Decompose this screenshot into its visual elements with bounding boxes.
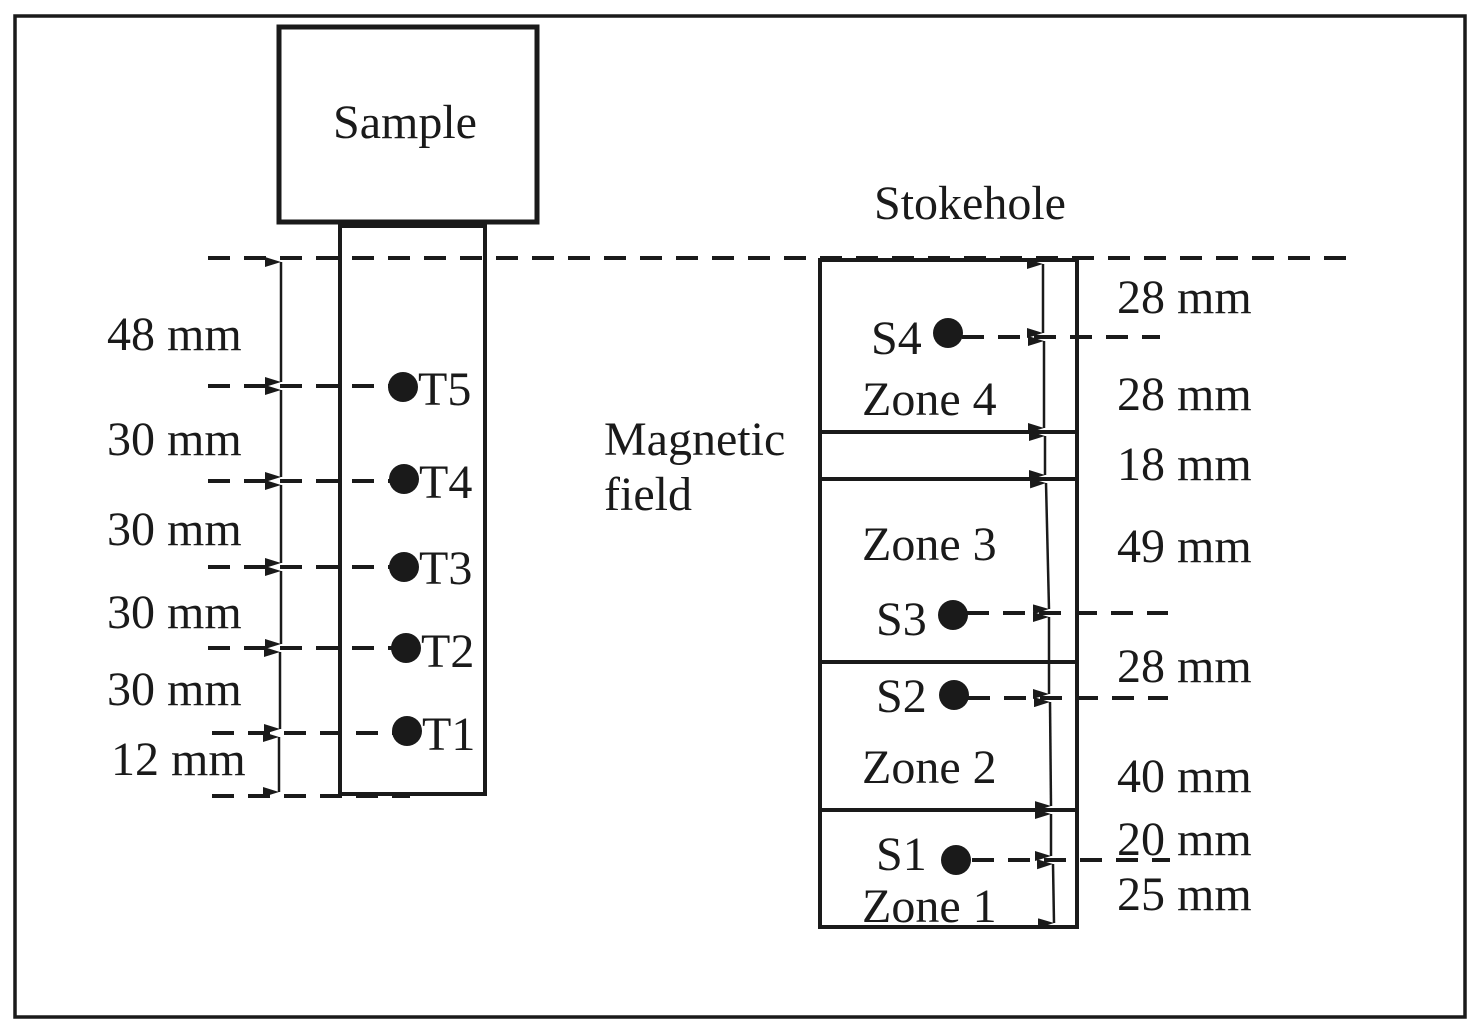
dim-label-30mm-d: 30 mm: [107, 663, 242, 716]
dim-label-28mm-zone4: 28 mm: [1117, 368, 1252, 421]
sensor-dot-t3: [389, 552, 419, 582]
sensor-dot-s2: [939, 680, 969, 710]
sensor-label-s1: S1: [876, 828, 927, 881]
sensor-dot-s1: [941, 845, 971, 875]
dim-arrow-25mm: [1036, 859, 1056, 929]
sensor-dot-s3: [938, 600, 968, 630]
dim-label-30mm-b: 30 mm: [107, 503, 242, 556]
dim-label-48mm: 48 mm: [107, 308, 242, 361]
dim-arrow-40mm: [1033, 697, 1053, 812]
sample-label: Sample: [333, 96, 477, 149]
dim-arrow-49mm: [1029, 478, 1051, 615]
zone-label-3: Zone 3: [862, 518, 997, 571]
dim-label-12mm: 12 mm: [111, 733, 246, 786]
sensor-dot-t1: [392, 716, 422, 746]
stokehole-label: Stokehole: [874, 177, 1066, 230]
sensor-dot-t4: [389, 464, 419, 494]
sensor-dot-t2: [391, 633, 421, 663]
sensor-label-t3: T3: [419, 542, 472, 595]
dim-label-18mm: 18 mm: [1117, 438, 1252, 491]
magnetic-field-label-line1: Magnetic: [604, 413, 785, 466]
sensor-label-s4: S4: [871, 312, 922, 365]
stokehole-assembly: Stokehole Magnetic field Zone 4 Zone 3 Z…: [604, 177, 1252, 933]
sample-assembly: Sample 48 mm 30 mm 30 mm 30 mm 30 mm 12 …: [107, 24, 1350, 798]
dim-label-40mm: 40 mm: [1117, 750, 1252, 803]
dim-label-49mm: 49 mm: [1117, 520, 1252, 573]
sample-rod: [338, 224, 487, 796]
sensor-label-t2: T2: [421, 625, 474, 678]
dim-label-20mm: 20 mm: [1117, 813, 1252, 866]
sensor-label-s2: S2: [876, 670, 927, 723]
dim-label-28mm-top: 28 mm: [1117, 271, 1252, 324]
zone-label-2: Zone 2: [862, 741, 997, 794]
sensor-dot-t5: [388, 372, 418, 402]
sensor-label-t1: T1: [422, 708, 475, 761]
zone-label-4: Zone 4: [862, 373, 997, 426]
dim-label-28mm-mid: 28 mm: [1117, 640, 1252, 693]
sensor-label-t5: T5: [418, 363, 471, 416]
sensor-dot-s4: [933, 318, 963, 348]
dim-label-30mm-c: 30 mm: [107, 586, 242, 639]
sensor-label-t4: T4: [419, 456, 472, 509]
dim-label-30mm-a: 30 mm: [107, 413, 242, 466]
zone-label-1: Zone 1: [862, 880, 997, 933]
magnetic-field-label-line2: field: [604, 468, 692, 521]
sensor-label-s3: S3: [876, 593, 927, 646]
stokehole-body: [818, 258, 1079, 929]
dim-label-25mm: 25 mm: [1117, 868, 1252, 921]
outer-frame: [13, 14, 1467, 1019]
sample-box: [276, 24, 540, 225]
